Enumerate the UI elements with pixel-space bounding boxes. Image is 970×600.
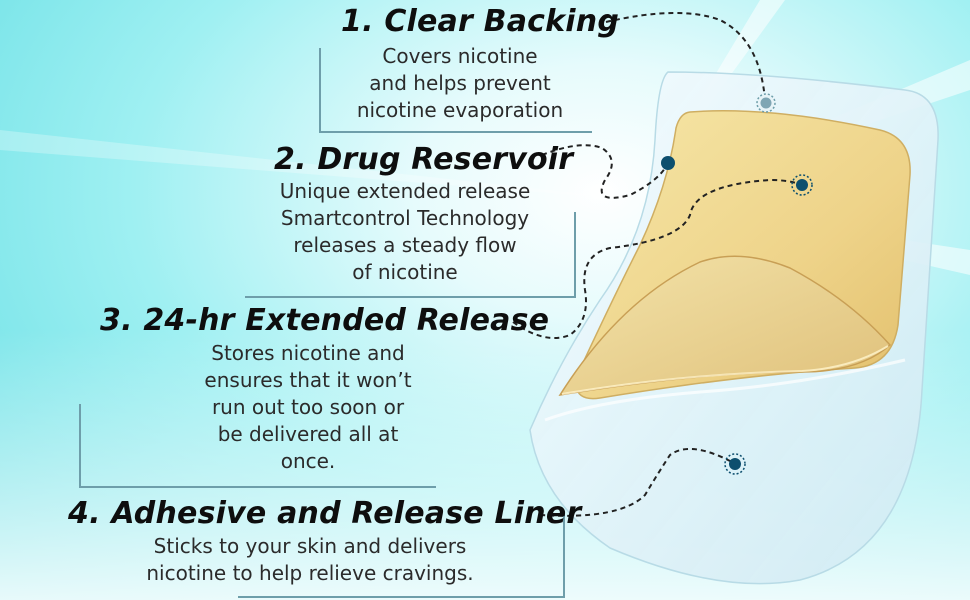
marker-dot-reservoir xyxy=(661,156,675,170)
desc-line: nicotine evaporation xyxy=(356,98,564,122)
callout-desc-adhesive-liner: Sticks to your skin and delivers nicotin… xyxy=(110,533,510,587)
desc-line: Smartcontrol Technology xyxy=(280,206,530,230)
desc-line: Covers nicotine xyxy=(382,44,538,68)
callout-desc-extended-release: Stores nicotine and ensures that it won’… xyxy=(178,340,438,475)
marker-dots xyxy=(661,93,813,475)
callout-desc-clear-backing: Covers nicotine and helps prevent nicoti… xyxy=(340,43,580,124)
label-brackets xyxy=(79,48,592,598)
desc-line: be delivered all at xyxy=(217,422,399,446)
callout-title-extended-release: 3. 24-hr Extended Release xyxy=(100,303,550,338)
desc-line: Unique extended release xyxy=(279,179,531,203)
desc-line: of nicotine xyxy=(352,260,458,284)
desc-line: Sticks to your skin and delivers xyxy=(153,534,467,558)
callout-title-adhesive-liner: 4. Adhesive and Release Liner xyxy=(68,496,582,531)
desc-line: nicotine to help relieve cravings. xyxy=(146,561,474,585)
marker-dot-extended xyxy=(791,174,813,196)
marker-dot-liner xyxy=(724,453,746,475)
desc-line: Stores nicotine and xyxy=(211,341,405,365)
desc-line: ensures that it won’t xyxy=(204,368,412,392)
desc-line: run out too soon or xyxy=(211,395,405,419)
desc-line: and helps prevent xyxy=(369,71,551,95)
desc-line: once. xyxy=(280,449,336,473)
desc-line: releases a steady flow xyxy=(293,233,517,257)
callout-title-drug-reservoir: 2. Drug Reservoir xyxy=(274,142,574,177)
callout-title-clear-backing: 1. Clear Backing xyxy=(341,4,620,39)
leader-lines xyxy=(512,11,803,517)
callout-desc-drug-reservoir: Unique extended release Smartcontrol Tec… xyxy=(255,178,555,286)
release-liner xyxy=(544,358,906,422)
